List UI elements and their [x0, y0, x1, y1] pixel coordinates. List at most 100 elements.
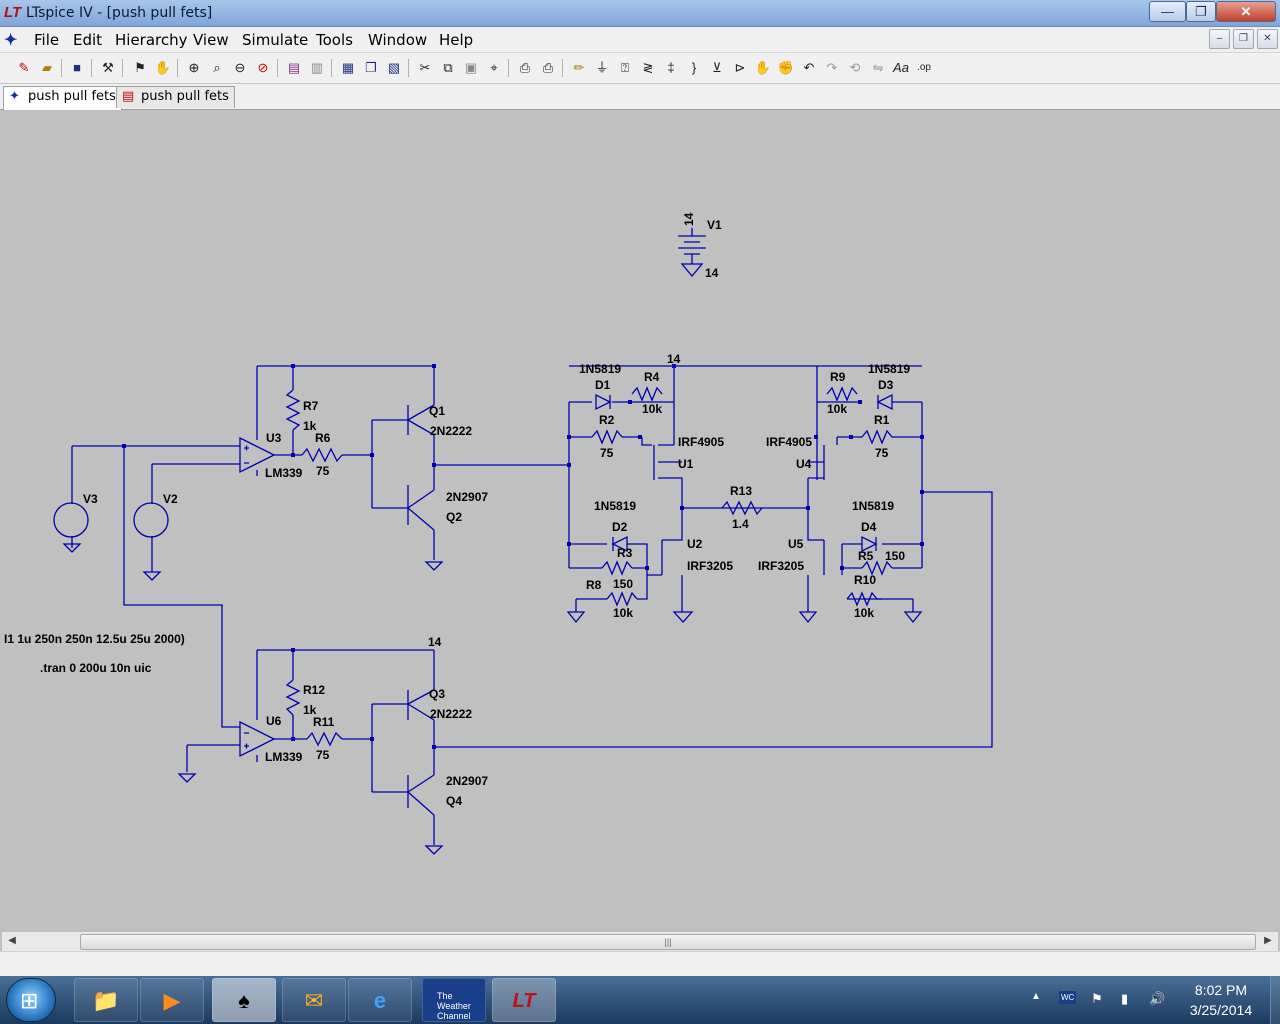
horizontal-scrollbar[interactable]: ◀ ||| ▶ [2, 931, 1278, 951]
title-bar[interactable]: LT LTspice IV - [push pull fets] — ❐ ✕ [0, 0, 1280, 27]
d4-label[interactable]: D4 [861, 520, 877, 534]
taskbar-solitaire[interactable]: ♠ [212, 978, 276, 1022]
tab-waveform[interactable]: ▤ push pull fets [116, 86, 235, 108]
print-icon[interactable]: ⎙ [542, 60, 554, 75]
show-hidden-icons-icon[interactable]: ▲ [1031, 991, 1041, 1002]
tran-directive[interactable]: .tran 0 200u 10n uic [40, 661, 152, 675]
u1-label[interactable]: U1 [678, 457, 694, 471]
q3-label[interactable]: Q3 [429, 687, 445, 701]
r11-label[interactable]: R11 [313, 715, 335, 729]
start-button[interactable]: ⊞ [6, 978, 56, 1022]
network-icon[interactable]: ▮ [1121, 991, 1129, 1006]
action-center-icon[interactable]: ⚑ [1091, 991, 1103, 1006]
autorange-icon[interactable]: ▤ [287, 60, 301, 75]
r9-label[interactable]: R9 [830, 370, 846, 384]
menu-view[interactable]: View [193, 31, 229, 49]
scroll-thumb[interactable]: ||| [80, 934, 1256, 950]
zoom-fit-icon[interactable]: ⊘ [257, 60, 269, 75]
show-desktop-button[interactable] [1270, 976, 1280, 1024]
tab-schematic[interactable]: ✦ push pull fets [3, 86, 122, 110]
r8-label[interactable]: R8 [586, 578, 602, 592]
taskbar-outlook[interactable]: ✉ [282, 978, 346, 1022]
tile-vertical-icon[interactable]: ▧ [387, 60, 401, 75]
resistor-icon[interactable]: ≷ [642, 60, 654, 75]
scroll-right-icon[interactable]: ▶ [1264, 935, 1272, 946]
draw-wire-icon[interactable]: ✏ [573, 60, 585, 75]
tile-horizontal-icon[interactable]: ▦ [341, 60, 355, 75]
r2-label[interactable]: R2 [599, 413, 615, 427]
r7-label[interactable]: R7 [303, 399, 319, 413]
cut-icon[interactable]: ✂ [419, 60, 431, 75]
r10-label[interactable]: R10 [854, 573, 876, 587]
ltspice-menu-icon[interactable]: ✦ [4, 32, 18, 49]
schematic-canvas[interactable]: V1 14 14 14 14 U3 LM339 U6 LM339 R7 1k R… [2, 111, 1278, 931]
q4-label[interactable]: Q4 [446, 794, 462, 808]
source-directive[interactable]: I1 1u 250n 250n 12.5u 25u 2000) [4, 632, 185, 646]
fft-icon[interactable]: ▥ [310, 60, 324, 75]
undo-icon[interactable]: ↶ [803, 60, 815, 75]
rotate-icon[interactable]: ⟲ [849, 60, 861, 75]
cascade-icon[interactable]: ❐ [365, 60, 377, 75]
weather-tray-icon[interactable]: WC [1059, 991, 1077, 1004]
copy-icon[interactable]: ⧉ [443, 60, 453, 75]
print-preview-icon[interactable]: ⎙ [519, 60, 531, 75]
menu-window[interactable]: Window [368, 31, 428, 49]
inductor-icon[interactable]: } [691, 60, 697, 75]
drag-icon[interactable]: ✊ [777, 60, 795, 75]
d3-label[interactable]: D3 [878, 378, 894, 392]
r1-label[interactable]: R1 [874, 413, 890, 427]
mirror-icon[interactable]: ⇋ [872, 60, 884, 75]
taskbar-explorer[interactable]: 📁 [74, 978, 138, 1022]
q2-label[interactable]: Q2 [446, 510, 462, 524]
r12-label[interactable]: R12 [303, 683, 325, 697]
menu-help[interactable]: Help [439, 31, 474, 49]
zoom-area-icon[interactable]: ⌕ [213, 60, 221, 75]
volume-icon[interactable]: 🔊 [1149, 991, 1166, 1006]
component-icon[interactable]: ⊳ [734, 60, 746, 75]
r4-label[interactable]: R4 [644, 370, 660, 384]
mdi-restore-button[interactable]: ❐ [1233, 29, 1254, 49]
r3-label[interactable]: R3 [617, 546, 633, 560]
u4-label[interactable]: U4 [796, 457, 812, 471]
run-icon[interactable]: ⚑ [134, 60, 146, 75]
u2-label[interactable]: U2 [687, 537, 703, 551]
move-icon[interactable]: ✋ [754, 60, 772, 75]
ground-icon[interactable]: ⏚ [595, 60, 609, 75]
r13-label[interactable]: R13 [730, 484, 752, 498]
v2-label[interactable]: V2 [163, 492, 178, 506]
clock[interactable]: 8:02 PM 3/25/2014 [1178, 980, 1264, 1020]
mdi-close-button[interactable]: ✕ [1257, 29, 1278, 49]
mdi-minimize-button[interactable]: – [1209, 29, 1230, 49]
menu-tools[interactable]: Tools [316, 31, 353, 49]
r5-label[interactable]: R5 [858, 549, 874, 563]
taskbar-media-player[interactable]: ▶ [140, 978, 204, 1022]
diode-icon[interactable]: ⊻ [712, 60, 722, 75]
menu-edit[interactable]: Edit [73, 31, 103, 49]
maximize-button[interactable]: ❐ [1186, 1, 1216, 22]
save-icon[interactable]: ■ [73, 60, 81, 75]
r6-label[interactable]: R6 [315, 431, 331, 445]
minimize-button[interactable]: — [1149, 1, 1186, 22]
close-button[interactable]: ✕ [1216, 1, 1276, 22]
spice-directive-icon[interactable]: .op [917, 62, 931, 73]
paste-icon[interactable]: ▣ [464, 60, 478, 75]
zoom-out-icon[interactable]: ⊖ [234, 60, 246, 75]
control-panel-icon[interactable]: ⚒ [102, 60, 114, 75]
d1-label[interactable]: D1 [595, 378, 611, 392]
open-icon[interactable]: ▰ [42, 60, 52, 75]
menu-simulate[interactable]: Simulate [242, 31, 309, 49]
d2-label[interactable]: D2 [612, 520, 628, 534]
pan-hand-icon[interactable]: ✋ [154, 60, 172, 75]
u5-label[interactable]: U5 [788, 537, 804, 551]
menu-hierarchy[interactable]: Hierarchy [115, 31, 188, 49]
new-schematic-icon[interactable]: ✎ [18, 60, 30, 75]
net-label-icon[interactable]: ⍰ [621, 60, 629, 75]
zoom-in-icon[interactable]: ⊕ [188, 60, 200, 75]
scroll-left-icon[interactable]: ◀ [8, 935, 16, 946]
taskbar-ltspice[interactable]: LT [492, 978, 556, 1022]
q1-label[interactable]: Q1 [429, 404, 445, 418]
u3-label[interactable]: U3 [266, 431, 282, 445]
taskbar-internet-explorer[interactable]: e [348, 978, 412, 1022]
text-icon[interactable]: Aa [893, 60, 909, 75]
u6-label[interactable]: U6 [266, 714, 282, 728]
